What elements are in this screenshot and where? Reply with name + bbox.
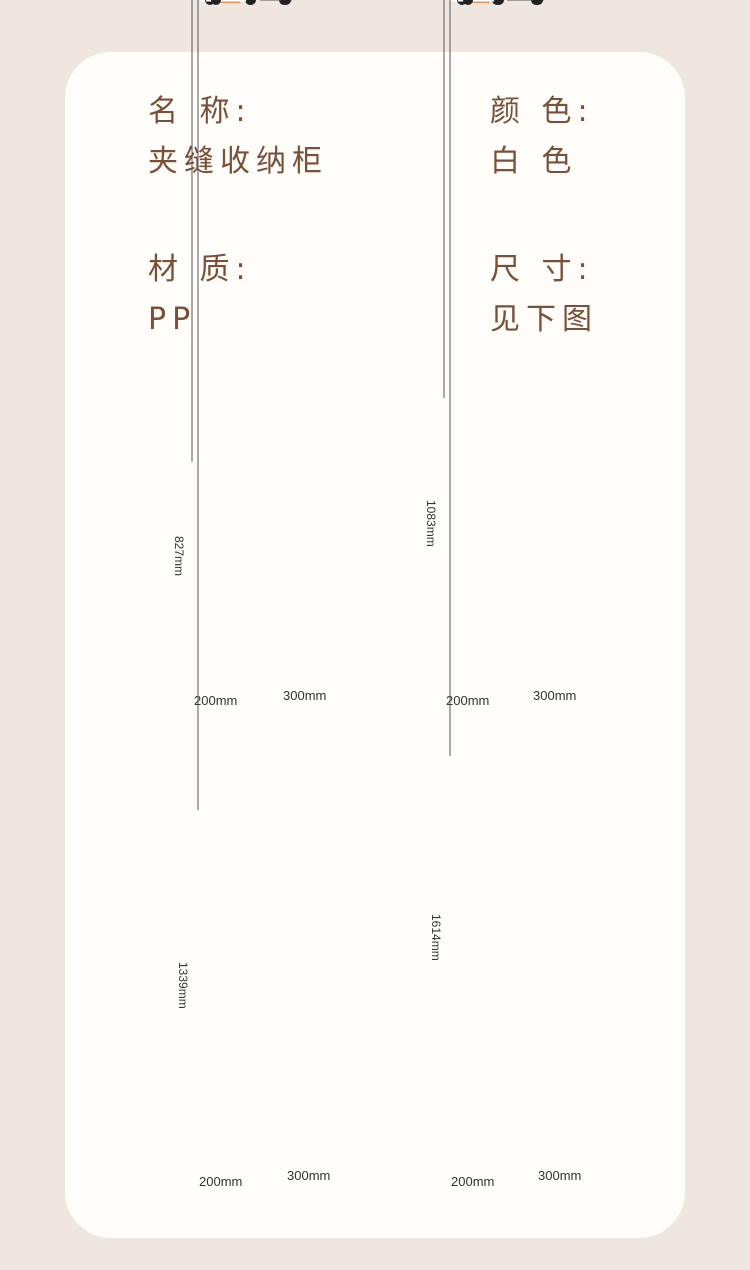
cabinet-5-tier-image: [197, 0, 292, 810]
spec-color: 颜 色: 白 色: [490, 92, 594, 182]
wheel: [246, 0, 256, 5]
height-dimension: 1339mm: [176, 962, 190, 1009]
wheel: [463, 0, 473, 5]
cabinet-6-tier-image: [449, 0, 544, 756]
size-value: 见下图: [490, 302, 598, 337]
height-dimension: 1614mm: [429, 914, 443, 961]
wheel: [281, 0, 291, 5]
wheel: [211, 0, 221, 5]
width-dimension: 200mm: [451, 1174, 495, 1189]
height-dimension: 827mm: [172, 536, 186, 577]
color-label: 颜 色:: [490, 94, 594, 129]
material-value: PP: [148, 302, 197, 337]
material-label: 材 质:: [148, 252, 252, 287]
depth-dimension: 300mm: [538, 1168, 582, 1183]
width-dimension: 200mm: [199, 1174, 243, 1189]
color-value: 白 色: [490, 144, 578, 179]
height-dimension: 1083mm: [424, 500, 438, 547]
content-card: [65, 52, 685, 1238]
spec-size: 尺 寸: 见下图: [490, 250, 598, 340]
name-label: 名 称:: [148, 94, 252, 129]
spec-material: 材 质: PP: [148, 250, 252, 340]
depth-dimension: 300mm: [283, 688, 327, 703]
wheel: [533, 0, 543, 5]
wheel: [494, 0, 504, 5]
spec-name: 名 称: 夹缝收纳柜: [148, 92, 328, 182]
depth-dimension: 300mm: [287, 1168, 331, 1183]
depth-dimension: 300mm: [533, 688, 577, 703]
size-label: 尺 寸:: [490, 252, 594, 287]
width-dimension: 200mm: [446, 693, 490, 708]
name-value: 夹缝收纳柜: [148, 144, 328, 179]
width-dimension: 200mm: [194, 693, 238, 708]
